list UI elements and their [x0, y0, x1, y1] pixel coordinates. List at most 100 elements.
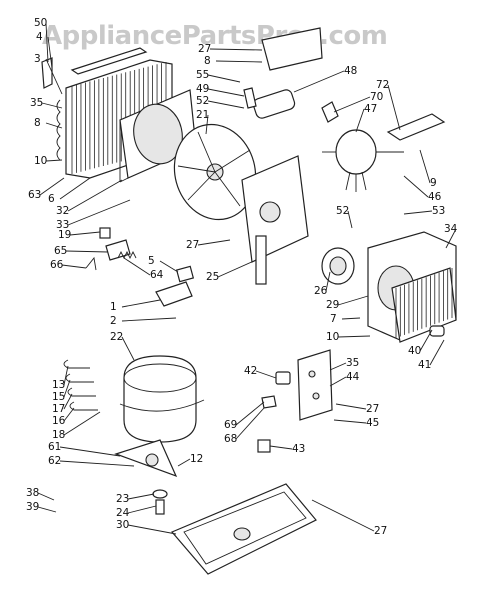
capacitor-48: [252, 89, 296, 119]
leader-c62: [59, 460, 135, 467]
terminal-board-65: [105, 239, 131, 261]
leader-c21: [205, 114, 209, 135]
leader-c29: [337, 295, 369, 306]
leader-c66: [61, 264, 87, 269]
callout-23: 23: [116, 493, 129, 505]
callout-52: 52: [336, 205, 349, 217]
leader-c63: [39, 177, 65, 196]
callout-38: 38: [26, 487, 39, 499]
callout-62: 62: [48, 455, 61, 467]
relay-5: [175, 265, 195, 283]
callout-27: 27: [186, 239, 199, 251]
leader-c7: [341, 317, 361, 320]
leader-c47: [355, 108, 365, 133]
callout-27: 27: [198, 43, 211, 55]
leader-c4: [47, 36, 53, 69]
spring-64: [117, 250, 137, 260]
callout-44: 44: [346, 371, 360, 383]
evaporator-coil: [391, 267, 457, 343]
callout-40: 40: [408, 345, 421, 357]
callout-49: 49: [196, 83, 209, 95]
callout-55: 55: [196, 69, 209, 81]
callout-35: 35: [346, 357, 359, 369]
clip-66: [85, 256, 97, 271]
callout-22: 22: [110, 331, 123, 343]
leader-c22: [121, 336, 135, 361]
callout-7: 7: [330, 313, 337, 325]
leader-c2: [121, 317, 177, 322]
callout-43: 43: [292, 443, 305, 455]
leader-c34: [445, 228, 457, 249]
compressor: [119, 355, 205, 443]
callout-34: 34: [444, 223, 458, 235]
coil-bracket-50: [41, 57, 53, 89]
leader-c17: [63, 393, 73, 410]
callout-68: 68: [224, 433, 237, 445]
callout-9: 9: [430, 177, 437, 189]
leader-c45: [333, 419, 367, 424]
leader-c10b: [337, 335, 371, 338]
leader-c52a: [207, 100, 245, 109]
drain-40: [429, 325, 445, 337]
callout-33: 33: [56, 219, 69, 231]
leader-c61: [59, 446, 121, 457]
callout-10: 10: [326, 331, 339, 343]
callout-41: 41: [418, 359, 431, 371]
callout-48: 48: [344, 65, 357, 77]
callout-24: 24: [116, 507, 130, 519]
mount-plate-61: [114, 439, 178, 478]
blower-wheel: [321, 247, 355, 285]
callout-63: 63: [28, 189, 41, 201]
condenser-fan-blade: [173, 123, 257, 221]
overload-1: [155, 281, 193, 307]
capacitor-69-68: [261, 395, 277, 409]
leader-c65: [65, 250, 109, 253]
thermostat-42: [275, 371, 291, 385]
callout-15: 15: [52, 391, 65, 403]
callout-8: 8: [34, 117, 41, 129]
fan-motor: [322, 129, 404, 192]
callout-53: 53: [432, 205, 445, 217]
leader-c26: [325, 271, 331, 292]
callout-2: 2: [110, 315, 117, 327]
callout-35: 35: [30, 97, 43, 109]
callout-19: 19: [58, 229, 71, 241]
leader-c16: [63, 407, 75, 422]
coil-top-strip-4: [70, 47, 148, 75]
leader-c53: [403, 210, 433, 215]
leader-c27d: [311, 499, 375, 532]
leader-c6: [59, 177, 91, 200]
callout-16: 16: [52, 415, 66, 427]
leader-c19: [69, 231, 101, 236]
callout-52: 52: [196, 95, 209, 107]
callout-42: 42: [244, 365, 257, 377]
callout-25: 25: [206, 271, 219, 283]
callout-46: 46: [428, 191, 442, 203]
leader-lines: [37, 22, 457, 535]
leader-c68: [235, 407, 265, 440]
leader-c52b: [347, 210, 353, 229]
leader-c70: [333, 96, 371, 113]
callout-64: 64: [150, 269, 164, 281]
leader-c38: [37, 492, 55, 501]
leader-c55: [207, 74, 241, 83]
callout-5: 5: [148, 255, 155, 267]
callout-69: 69: [224, 419, 237, 431]
leader-c48: [293, 70, 345, 93]
callout-17: 17: [52, 403, 65, 415]
callout-27: 27: [366, 403, 379, 415]
tubing-13-18: [63, 359, 98, 411]
leader-c27a: [209, 48, 263, 51]
leader-c27b: [197, 239, 231, 246]
leader-c64: [123, 257, 151, 276]
leader-c49: [207, 88, 245, 97]
bulkhead-panel: [241, 155, 309, 285]
leader-c40: [419, 329, 433, 352]
callout-65: 65: [54, 245, 67, 257]
leader-c35b: [329, 362, 347, 371]
callout-45: 45: [366, 417, 379, 429]
callout-21: 21: [196, 109, 209, 121]
condenser-coil: [56, 59, 173, 179]
